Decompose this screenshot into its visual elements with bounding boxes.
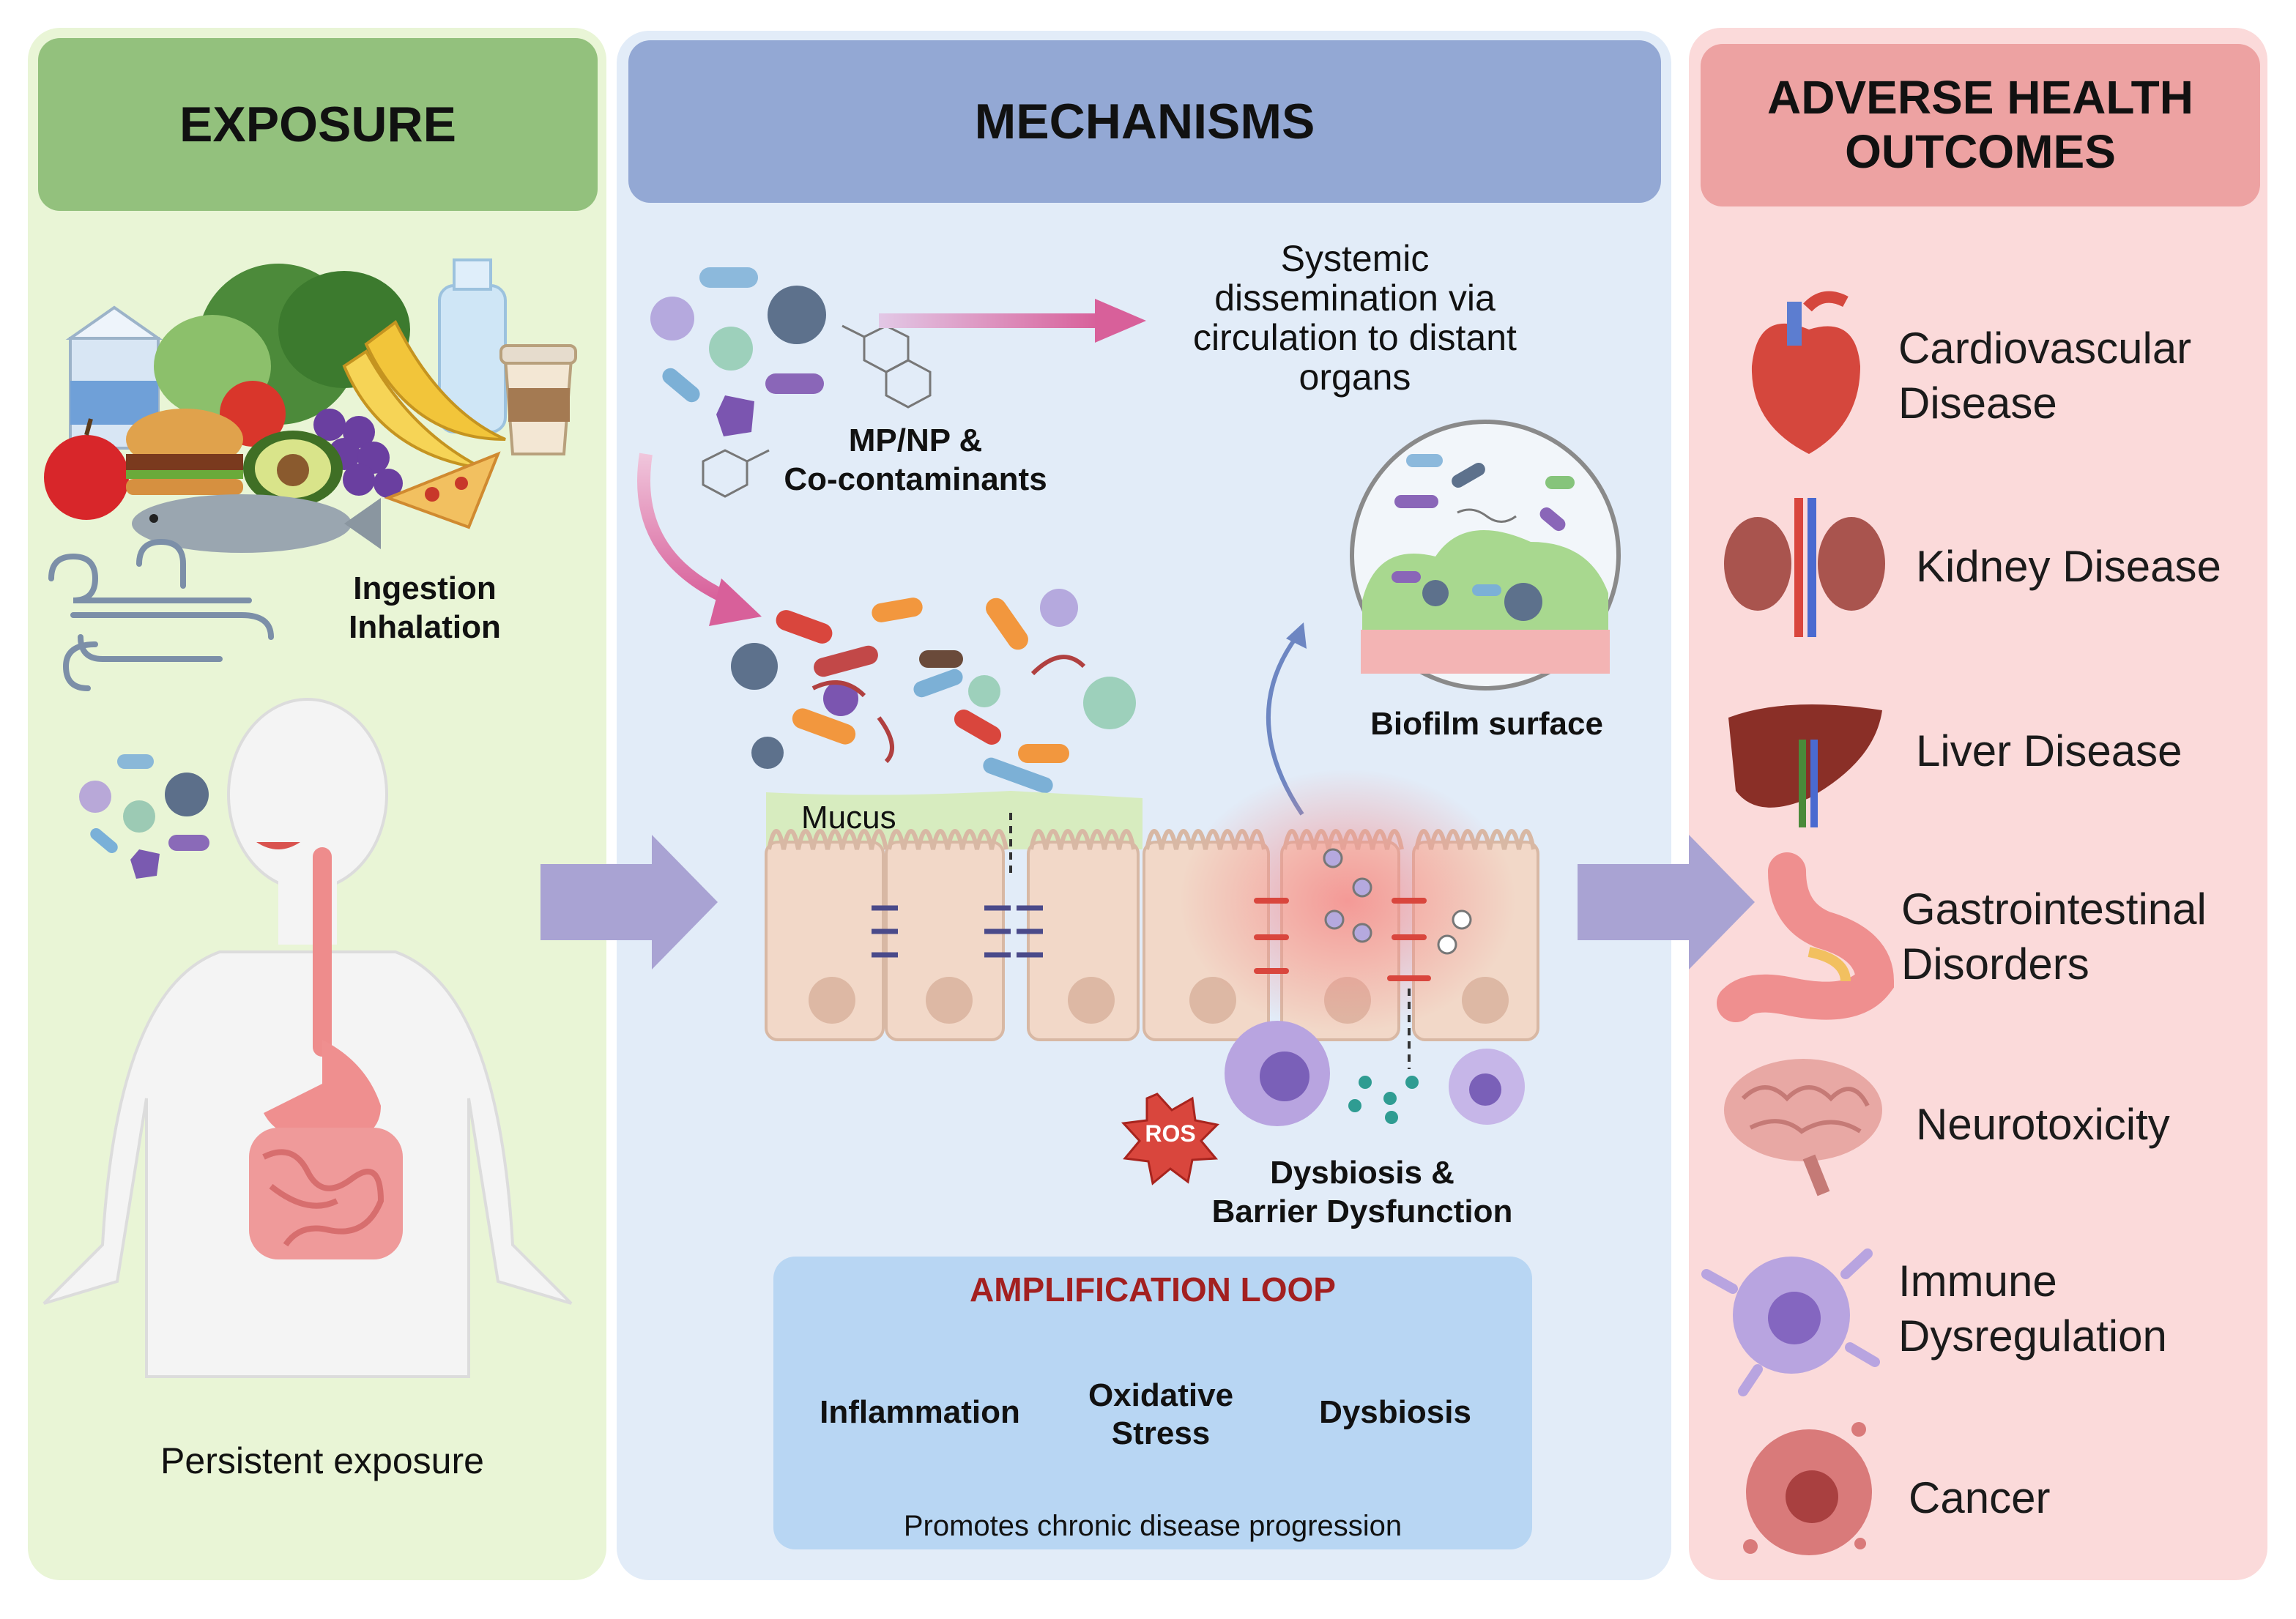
cancer-cell-icon xyxy=(1743,1422,1872,1555)
mechanisms-header: MECHANISMS xyxy=(628,40,1661,203)
immune-cells-icon xyxy=(1225,1021,1525,1126)
contaminants-label: MP/NP & Co-contaminants xyxy=(784,423,1047,497)
outcome-gastrointestinal: Gastrointestinal Disorders xyxy=(1901,885,2207,989)
outcome-kidney: Kidney Disease xyxy=(1916,542,2221,591)
amplification-footer: Promotes chronic disease progression xyxy=(903,1510,1403,1542)
dissemination-arrow xyxy=(879,299,1146,343)
loop-step-oxidative-stress: Oxidative Stress xyxy=(1088,1377,1234,1451)
dissemination-label: Systemic dissemination via circulation t… xyxy=(1193,238,1517,398)
outcome-liver: Liver Disease xyxy=(1916,726,2182,775)
kidney-icon xyxy=(1724,498,1885,637)
liver-icon xyxy=(1728,704,1882,827)
exposure-header: EXPOSURE xyxy=(38,38,598,211)
mechanisms-title: MECHANISMS xyxy=(974,94,1315,149)
human-body-icon xyxy=(42,698,573,1378)
particles-exposure-icon xyxy=(79,754,209,879)
flow-arrow-1 xyxy=(540,835,718,969)
amplification-title: AMPLIFICATION LOOP xyxy=(969,1270,1336,1309)
outcomes-title: ADVERSE HEALTH OUTCOMES xyxy=(1767,71,2193,178)
immune-cell-icon xyxy=(1701,1248,1880,1396)
stomach-icon xyxy=(1717,852,1895,1022)
food-cluster-icon xyxy=(44,258,577,553)
loop-step-dysbiosis: Dysbiosis xyxy=(1319,1394,1471,1430)
air-wind-icon xyxy=(48,538,274,691)
contaminant-particles-icon xyxy=(650,267,932,498)
dysbiosis-barrier-label: Dysbiosis & Barrier Dysfunction xyxy=(1211,1155,1513,1229)
outcome-cancer: Cancer xyxy=(1909,1473,2051,1522)
heart-icon xyxy=(1751,291,1860,454)
intestinal-epithelium-icon xyxy=(765,769,1539,1069)
mucus-label: Mucus xyxy=(801,800,896,835)
biofilm-magnifier-icon xyxy=(1350,420,1621,691)
exposure-routes-label: Ingestion Inhalation xyxy=(349,570,501,645)
ingestion-arrow xyxy=(637,453,735,607)
gut-microbes-icon xyxy=(731,589,1136,794)
outcome-neurotoxicity: Neurotoxicity xyxy=(1916,1100,2170,1149)
ros-burst-icon xyxy=(1121,1093,1220,1186)
loop-step-inflammation: Inflammation xyxy=(820,1394,1020,1430)
outcomes-header: ADVERSE HEALTH OUTCOMES xyxy=(1701,44,2260,206)
persistent-exposure-label: Persistent exposure xyxy=(160,1440,484,1481)
biofilm-label: Biofilm surface xyxy=(1370,706,1603,742)
exposure-title: EXPOSURE xyxy=(179,97,456,152)
flow-arrow-2 xyxy=(1578,835,1755,969)
amplification-loop-box xyxy=(773,1257,1532,1549)
ros-label: ROS xyxy=(1145,1120,1196,1147)
brain-icon xyxy=(1724,1059,1882,1196)
outcome-immune: Immune Dysregulation xyxy=(1898,1257,2167,1361)
outcome-cardiovascular: Cardiovascular Disease xyxy=(1898,324,2192,428)
